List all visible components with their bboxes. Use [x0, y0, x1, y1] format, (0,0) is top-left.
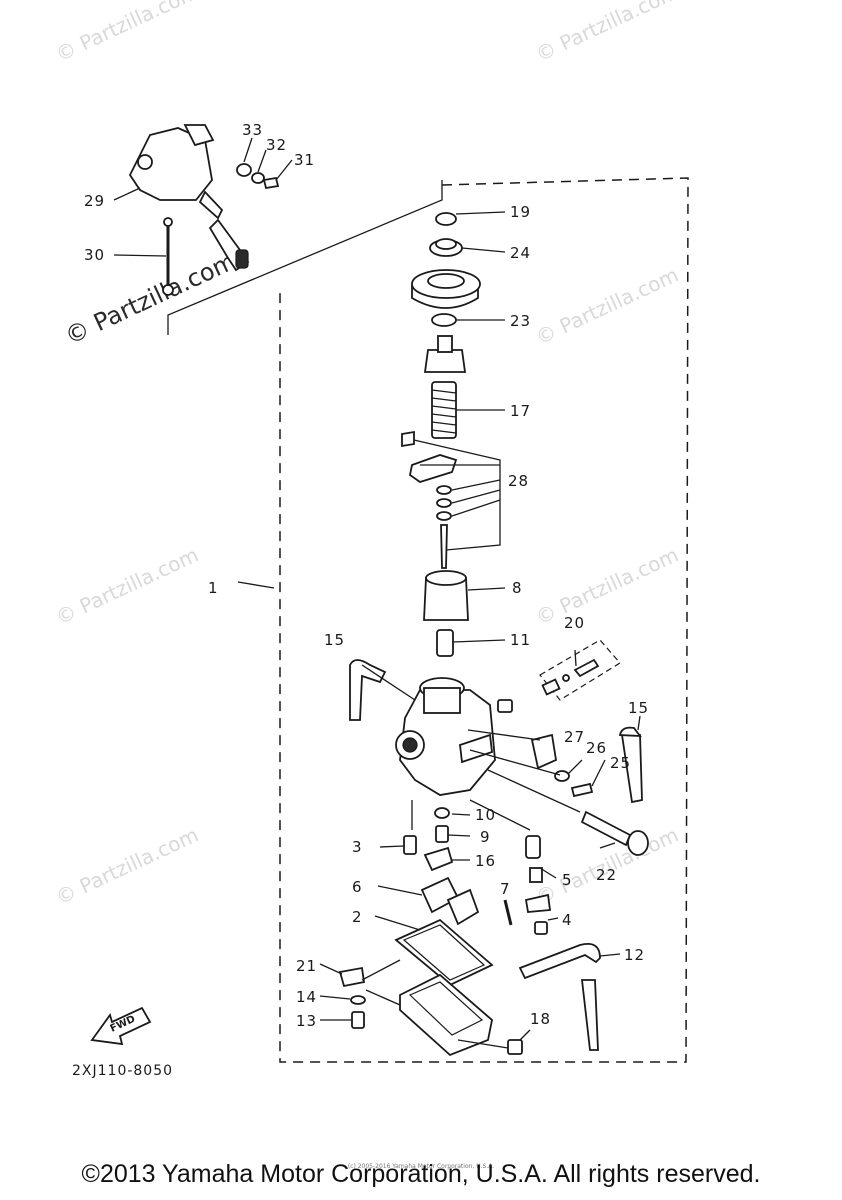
callout-label: 33 [242, 121, 263, 139]
jet-parts [403, 807, 454, 872]
throttle-housing-part [128, 124, 250, 272]
callout-label: 27 [564, 728, 585, 746]
starter-plunger-5-part [524, 835, 552, 913]
bottom-screws-parts [338, 966, 523, 1055]
callout-label: 26 [586, 739, 607, 757]
watermark: © Partzilla.com [532, 543, 682, 630]
callout-label: 23 [510, 312, 531, 330]
callout-label: 28 [508, 472, 529, 490]
callout-label: 7 [500, 880, 511, 898]
callout-label: 11 [510, 631, 531, 649]
float-pin-7-part [503, 899, 513, 926]
watermark: © Partzilla.com [532, 0, 682, 67]
watermark: © Partzilla.com [532, 263, 682, 350]
callout-label: 24 [510, 244, 531, 262]
callout-label: 21 [296, 957, 317, 975]
float-6-part [420, 876, 480, 926]
mixing-chamber-top-part [411, 269, 481, 309]
pilot-screw-set-20-part [539, 639, 621, 701]
callout-label: 19 [510, 203, 531, 221]
throttle-cable-link-line [167, 180, 443, 335]
callout-labels: 1 2 3 4 5 6 7 8 9 10 11 12 13 14 15 15 1… [84, 121, 649, 1030]
copyright-text: ©2013 Yamaha Motor Corporation, U.S.A. A… [81, 1160, 761, 1188]
needle-jet-11-part [436, 629, 454, 657]
callout-label: 15 [628, 699, 649, 717]
throttle-spring-17-part [431, 381, 457, 439]
callout-label: 15 [324, 631, 345, 649]
washer-19-part [435, 212, 457, 226]
callout-label: 16 [475, 852, 496, 870]
callout-label: 18 [530, 1010, 551, 1028]
cap-24-part [429, 238, 463, 257]
callout-label: 8 [512, 579, 523, 597]
o-ring-23-part [431, 313, 457, 327]
screw-4-part [534, 921, 548, 935]
throttle-stop-screw-22-part [580, 810, 649, 856]
callout-label: 10 [475, 806, 496, 824]
callout-label: 30 [84, 246, 105, 264]
watermark: © Partzilla.com [52, 543, 202, 630]
callout-label: 22 [596, 866, 617, 884]
callout-label: 5 [562, 871, 573, 889]
watermarks: © Partzilla.com © Partzilla.com © Partzi… [52, 0, 682, 910]
cable-adjuster-part [162, 217, 174, 296]
bracket-screw-parts [530, 733, 594, 798]
leader-lines [113, 137, 506, 643]
vent-tube-15-part [349, 659, 643, 804]
callout-label: 6 [352, 878, 363, 896]
callout-label: 14 [296, 988, 317, 1006]
callout-label: 3 [352, 838, 363, 856]
fwd-arrow-icon: FWD [90, 1006, 152, 1046]
leader-lines-lower [319, 649, 641, 1049]
callout-label: 20 [564, 614, 585, 632]
sub-credit-text: (c) 2005-2016 Yamaha Motor Corporation, … [347, 1163, 495, 1170]
callout-label: 1 [208, 579, 219, 597]
callout-label: 17 [510, 402, 531, 420]
gasket-2-part [394, 918, 494, 987]
callout-label: 12 [624, 946, 645, 964]
callout-label: 9 [480, 828, 491, 846]
carburetor-body-part [395, 677, 513, 796]
float-chamber-part [399, 973, 493, 1057]
callout-label: 2 [352, 908, 363, 926]
callout-label: 4 [562, 911, 573, 929]
callout-label: 29 [84, 192, 105, 210]
diagram-code: 2XJ110-8050 [72, 1063, 173, 1079]
drain-hose-12-part [518, 943, 601, 1051]
callout-label: 25 [610, 754, 631, 772]
throttle-valve-8-part [423, 570, 469, 621]
screw-washer-parts [236, 163, 280, 190]
watermark: © Partzilla.com [52, 823, 202, 910]
cable-holder-part [423, 335, 467, 373]
assembly-outline [279, 177, 689, 1063]
watermark: © Partzilla.com [52, 0, 202, 67]
callout-label: 32 [266, 136, 287, 154]
callout-label: 31 [294, 151, 315, 169]
callout-label: 13 [296, 1012, 317, 1030]
needle-clip-set-part [401, 430, 458, 569]
